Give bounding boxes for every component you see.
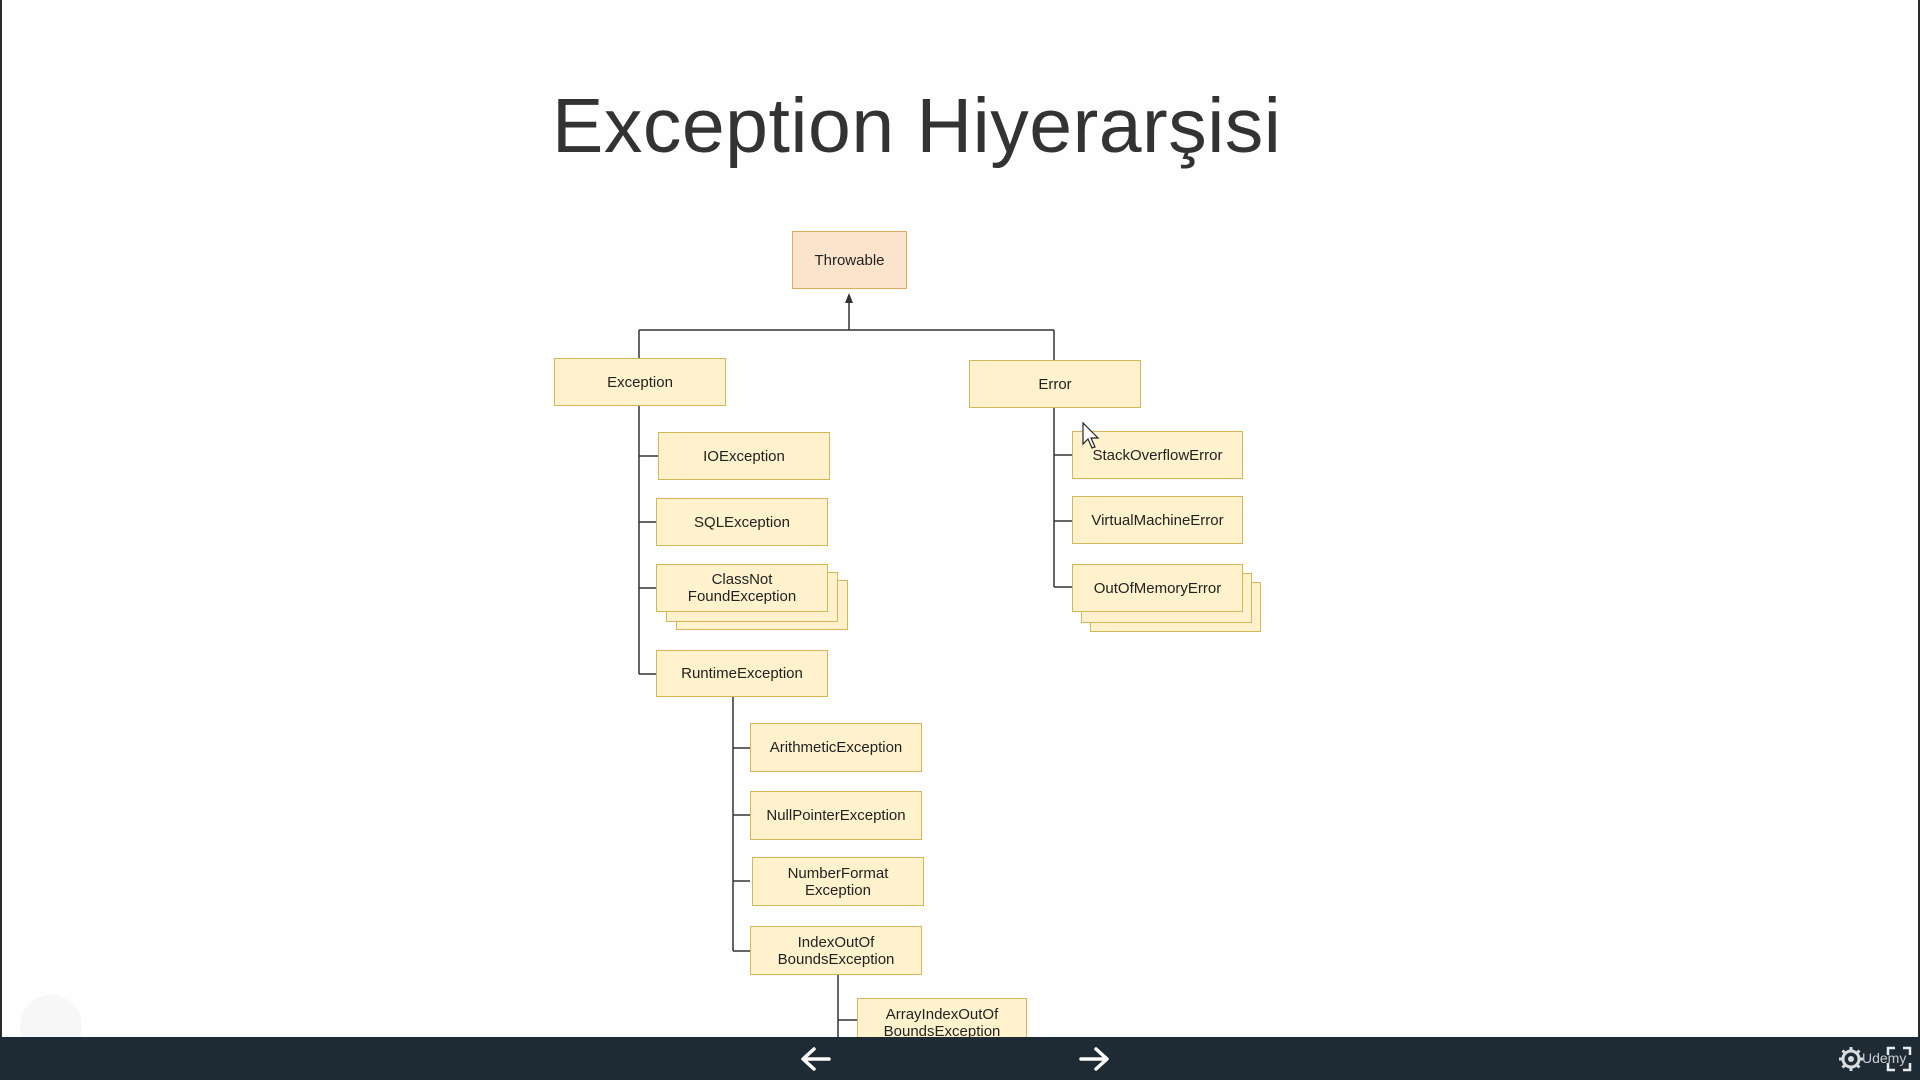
node-stackoverflowerror: StackOverflowError [1072,431,1243,479]
node-outofmemoryerror: OutOfMemoryError [1072,564,1243,612]
watermark-logo [20,995,82,1037]
slide: Exception Hiyerarşisi [0,0,1920,1037]
node-nullpointerexception: NullPointerException [750,791,922,840]
arrowhead-icon [845,293,853,303]
udemy-brand-label: Udemy [1862,1050,1907,1066]
previous-slide-button[interactable] [797,1042,833,1076]
node-ioexception: IOException [658,432,830,480]
slide-title: Exception Hiyerarşisi [552,83,1282,169]
node-runtimeexception: RuntimeException [656,650,828,697]
node-virtualmachineerror: VirtualMachineError [1072,496,1243,544]
node-exception: Exception [554,358,726,406]
node-sqlexception: SQLException [656,498,828,546]
next-slide-button[interactable] [1077,1042,1113,1076]
node-arithmeticexception: ArithmeticException [750,723,922,772]
fullscreen-icon [1886,1046,1912,1072]
node-classnotfoundexception: ClassNot FoundException [656,564,828,612]
node-indexoutofboundsexception: IndexOutOf BoundsException [750,926,922,975]
node-error: Error [969,360,1141,408]
node-numberformatexception: NumberFormat Exception [752,857,924,906]
mouse-cursor-icon [1082,422,1100,449]
arrow-left-icon [801,1047,831,1071]
player-control-bar [0,1037,1920,1080]
arrow-right-icon [1079,1047,1109,1071]
node-arrayindexoutofboundsexception: ArrayIndexOutOf BoundsException [857,998,1027,1037]
settings-button[interactable] [1836,1044,1866,1074]
gear-icon [1839,1047,1863,1071]
node-throwable: Throwable [792,231,907,289]
hierarchy-connectors [638,293,1072,1037]
fullscreen-button[interactable] [1884,1044,1914,1074]
